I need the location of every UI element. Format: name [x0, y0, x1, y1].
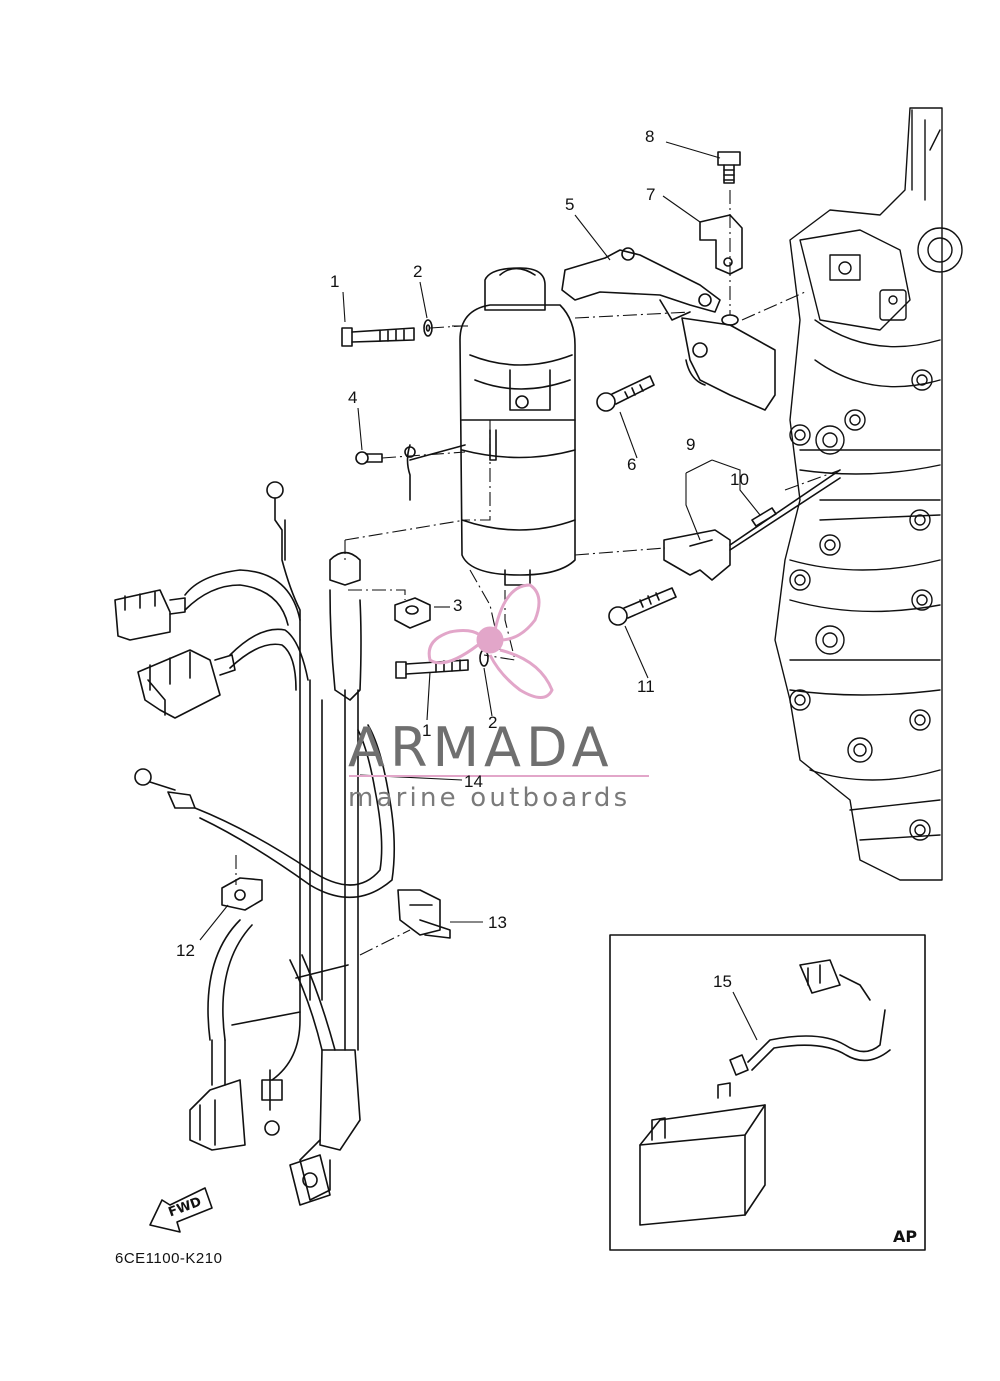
fwd-arrow [149, 1187, 213, 1233]
callout-2-upper: 2 [413, 262, 423, 281]
battery-lead-15 [729, 959, 891, 1076]
battery [639, 1082, 766, 1226]
callout-13: 13 [488, 913, 507, 932]
callout-1-upper: 1 [330, 272, 340, 291]
callout-14: 14 [464, 772, 483, 791]
callout-1-lower: 1 [422, 721, 432, 740]
engine-block [774, 107, 963, 881]
callout-11: 11 [637, 677, 655, 696]
bolt-8 [717, 151, 741, 184]
watermark-title: ARMADA [348, 716, 614, 779]
bracket-5 [561, 247, 776, 411]
watermark-subtitle: marine outboards [348, 783, 631, 813]
callout-7: 7 [646, 185, 656, 204]
leader-lines [199, 141, 761, 1041]
screw-4 [355, 444, 466, 501]
callout-2-lower: 2 [488, 713, 498, 732]
clamp-12 [221, 877, 263, 911]
bolt-11 [608, 587, 677, 626]
nut-3 [394, 597, 431, 629]
bolt-6 [596, 375, 655, 412]
watermark-underline [349, 775, 649, 777]
inset-box [609, 934, 926, 1251]
holder-9 [663, 469, 841, 581]
wiring-harness [114, 481, 396, 1206]
bolt-1-upper [341, 327, 415, 347]
callout-10: 10 [730, 470, 749, 489]
diagram-code: 6CE1100-K210 [115, 1250, 223, 1267]
callout-5: 5 [565, 195, 575, 214]
callout-12: 12 [176, 941, 195, 960]
callout-4: 4 [348, 388, 358, 407]
inset-label: AP [893, 1227, 918, 1246]
callout-6: 6 [627, 455, 637, 474]
clamp-13 [397, 889, 451, 939]
callout-9: 9 [686, 435, 696, 454]
callout-8: 8 [645, 127, 655, 146]
watermark-propeller [427, 583, 554, 699]
bracket-7 [699, 214, 743, 275]
starter-motor [459, 267, 576, 586]
callout-15: 15 [713, 972, 732, 991]
callout-3: 3 [453, 596, 463, 615]
